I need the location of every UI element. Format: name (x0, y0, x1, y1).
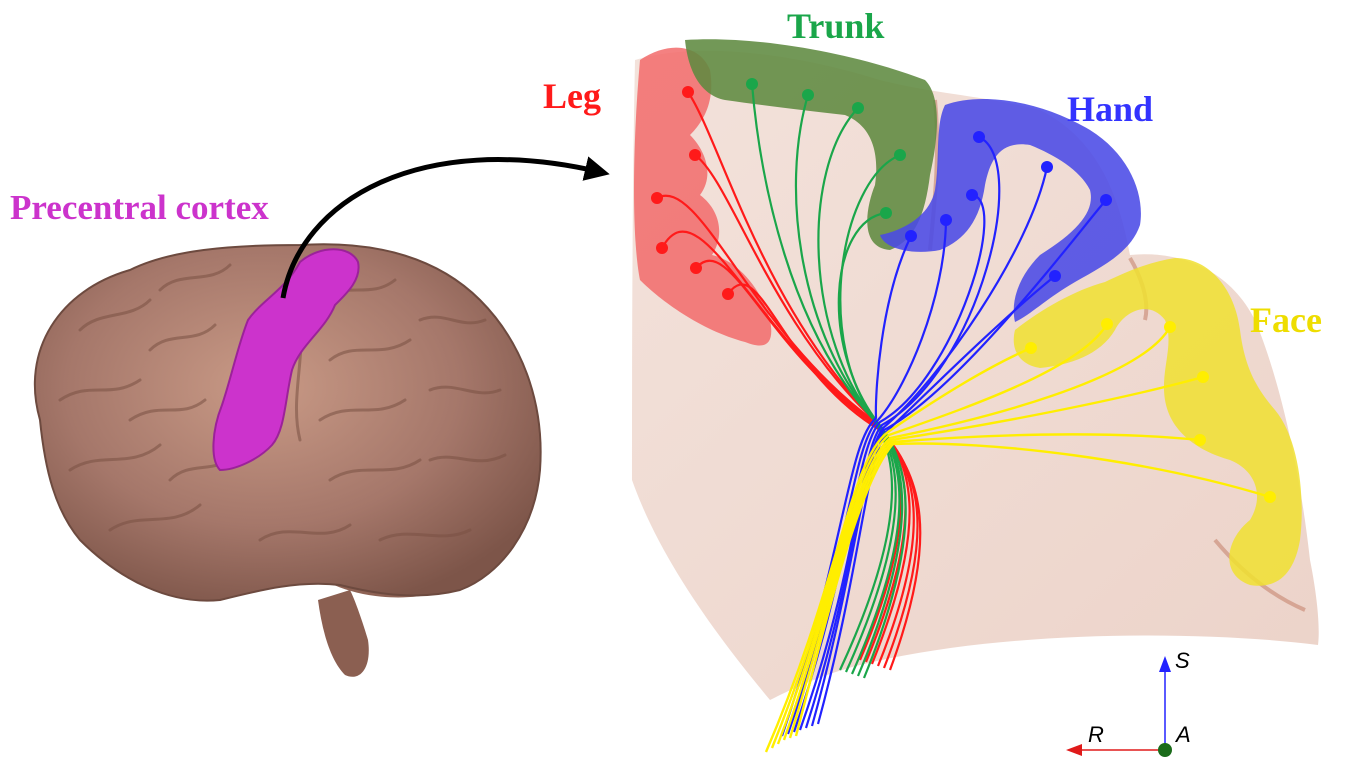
right-axis-arrow-icon (1066, 744, 1082, 756)
brain-stem (318, 590, 369, 677)
right-axis-label: R (1088, 722, 1104, 747)
superior-axis-label: S (1175, 648, 1190, 673)
superior-axis-arrow-icon (1159, 656, 1171, 672)
anterior-axis-dot (1158, 743, 1172, 757)
trunk-label: Trunk (787, 6, 884, 46)
face-label: Face (1250, 300, 1322, 340)
brain-illustration (35, 244, 541, 677)
hand-label: Hand (1067, 89, 1153, 129)
leg-label: Leg (543, 76, 601, 116)
orientation-axes: S R A (1066, 648, 1191, 757)
precentral-cortex-label: Precentral cortex (10, 188, 269, 227)
anterior-axis-label: A (1174, 722, 1191, 747)
